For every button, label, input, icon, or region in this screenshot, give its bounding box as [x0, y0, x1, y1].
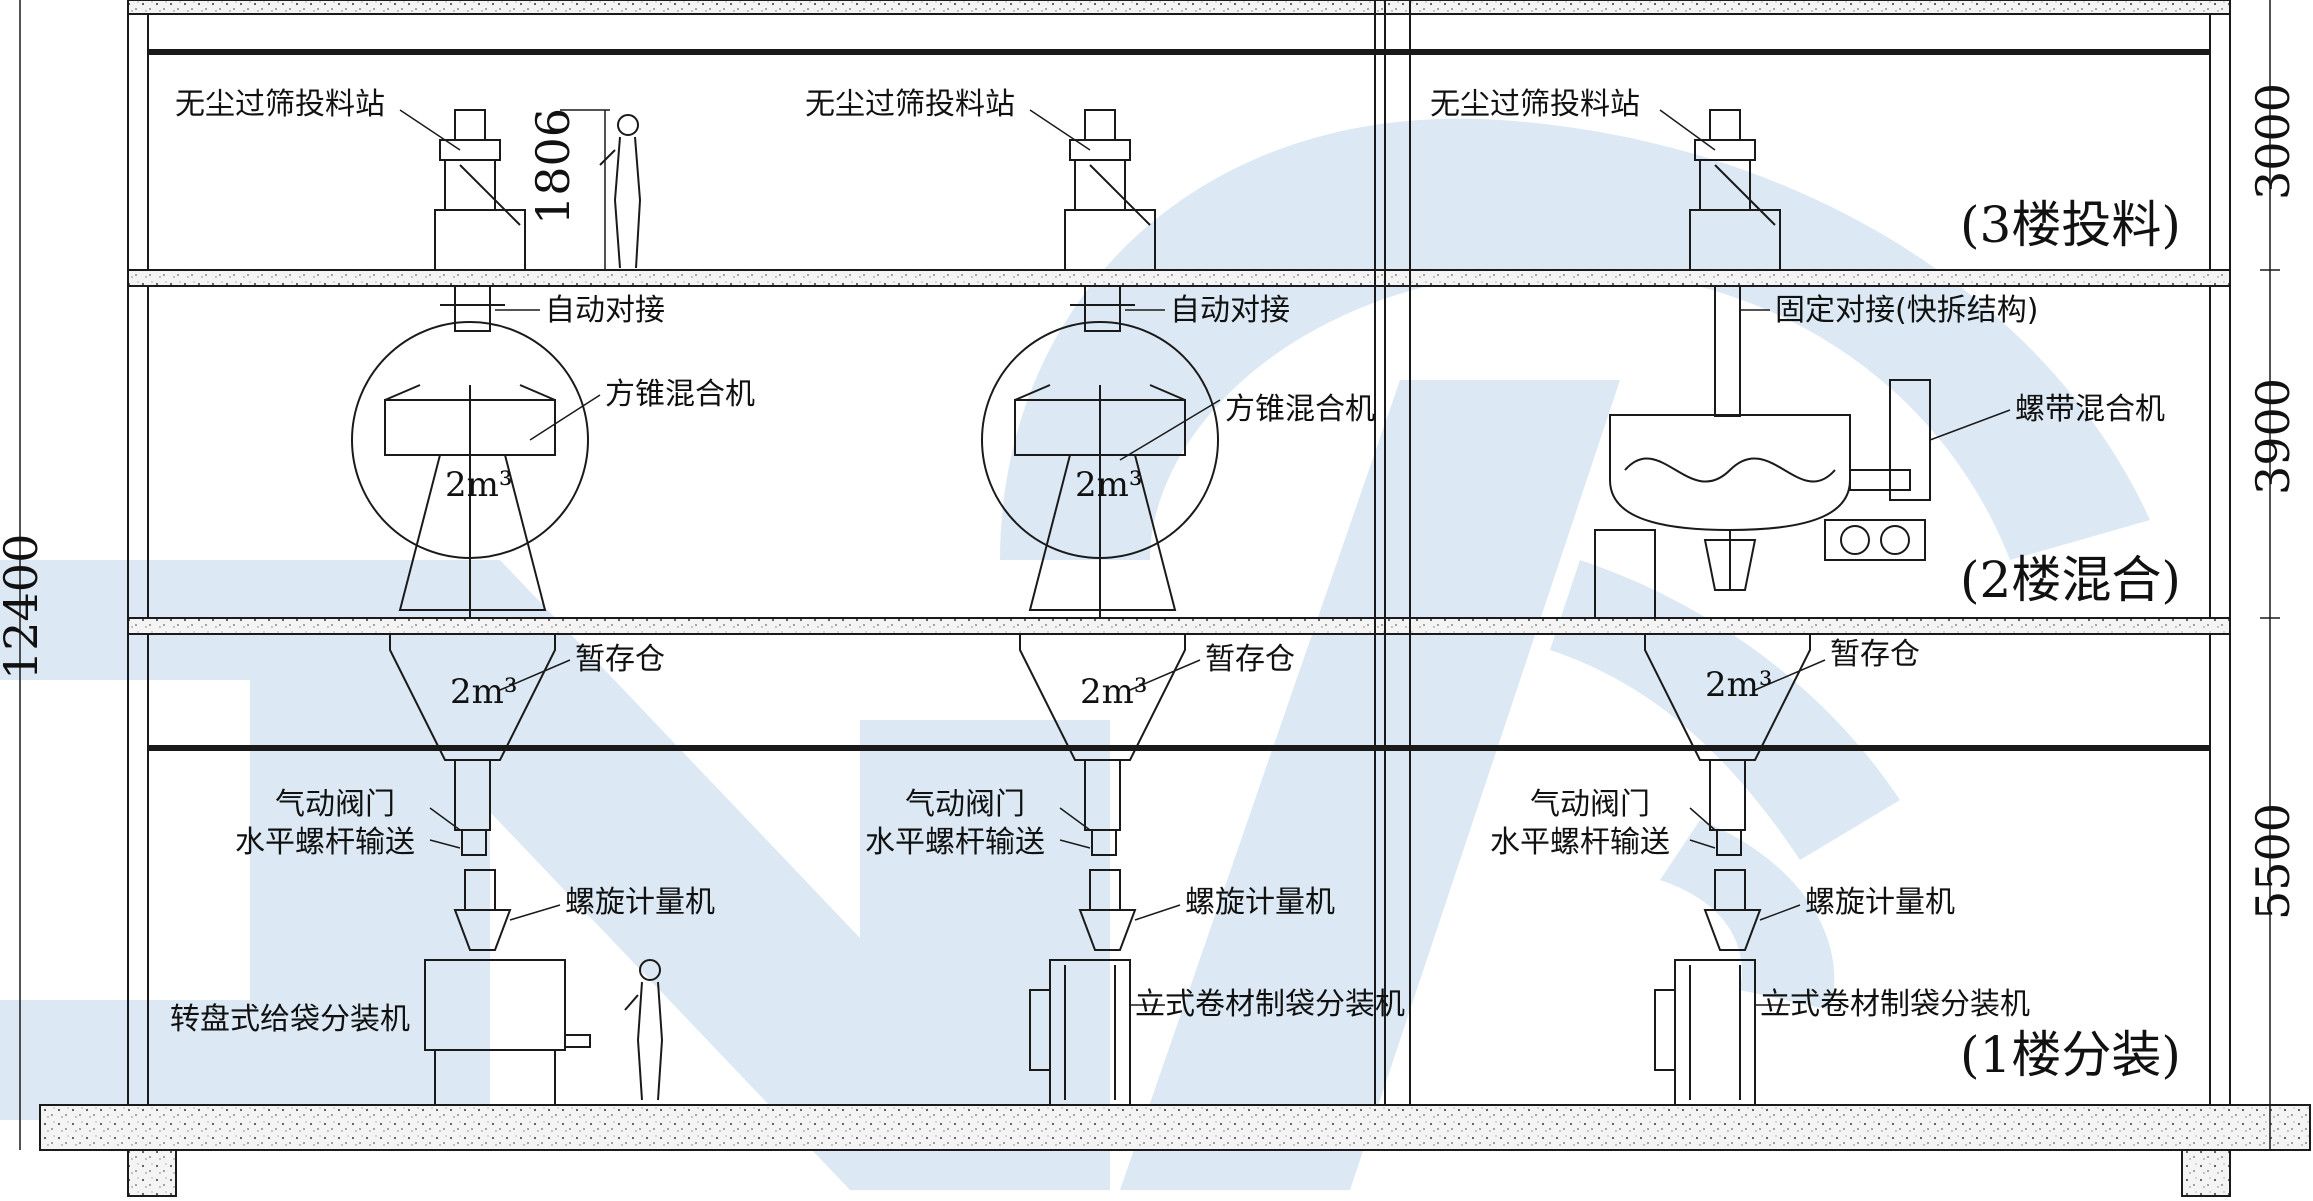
label-buffer-bin-3: 暂存仓 [1830, 637, 1920, 672]
label-fixed-docking: 固定对接(快拆结构) [1775, 293, 2039, 328]
label-dust-free-station-2: 无尘过筛投料站 [805, 87, 1015, 122]
label-pneumatic-valve-1: 气动阀门 [275, 787, 395, 822]
label-rotary-packer: 转盘式给袋分装机 [170, 1002, 410, 1037]
label-auto-docking-2: 自动对接 [1170, 293, 1290, 328]
label-pneumatic-valve-2: 气动阀门 [905, 787, 1025, 822]
volume-bin-3: 2m³ [1705, 665, 1773, 705]
dimension-lines [19, 0, 2280, 1150]
floor-label-2: (2楼混合) [1960, 551, 2181, 609]
label-auto-docking-1: 自动对接 [545, 293, 665, 328]
label-vertical-packer-2: 立式卷材制袋分装机 [1135, 987, 1405, 1022]
label-dust-free-station-1: 无尘过筛投料站 [175, 87, 385, 122]
line-2-equipment [981, 109, 1219, 1106]
volume-mixer-2: 2m³ [1075, 465, 1143, 505]
volume-mixer-1: 2m³ [445, 465, 513, 505]
dimension-floor2: 3900 [2246, 377, 2300, 495]
label-auger-filler-2: 螺旋计量机 [1185, 885, 1335, 920]
label-buffer-bin-1: 暂存仓 [575, 642, 665, 677]
label-screw-conveyor-1: 水平螺杆输送 [235, 825, 415, 860]
dimension-floor1: 5500 [2246, 802, 2300, 920]
building-structure [39, 0, 2311, 1197]
label-pneumatic-valve-3: 气动阀门 [1530, 787, 1650, 822]
label-cone-mixer-1: 方锥混合机 [605, 377, 755, 412]
dimension-floor3: 3000 [2246, 82, 2300, 200]
label-screw-conveyor-3: 水平螺杆输送 [1490, 825, 1670, 860]
line-1-equipment [351, 109, 664, 1106]
volume-bin-1: 2m³ [450, 672, 518, 712]
line-3-equipment [1594, 109, 1931, 1106]
label-buffer-bin-2: 暂存仓 [1205, 642, 1295, 677]
label-screw-conveyor-2: 水平螺杆输送 [865, 825, 1045, 860]
label-cone-mixer-2: 方锥混合机 [1225, 392, 1375, 427]
label-auger-filler-3: 螺旋计量机 [1805, 885, 1955, 920]
floor-label-3: (3楼投料) [1960, 196, 2181, 254]
label-auger-filler-1: 螺旋计量机 [565, 885, 715, 920]
dimension-station-height: 1806 [526, 107, 580, 225]
floor-label-1: (1楼分装) [1960, 1026, 2181, 1084]
watermark-logo [0, 118, 2150, 1190]
volume-bin-2: 2m³ [1080, 672, 1148, 712]
label-vertical-packer-3: 立式卷材制袋分装机 [1760, 987, 2030, 1022]
leader-lines [399, 109, 2011, 1006]
label-ribbon-mixer: 螺带混合机 [2015, 392, 2165, 427]
dimension-total: 12400 [0, 533, 48, 680]
label-dust-free-station-3: 无尘过筛投料站 [1430, 87, 1640, 122]
